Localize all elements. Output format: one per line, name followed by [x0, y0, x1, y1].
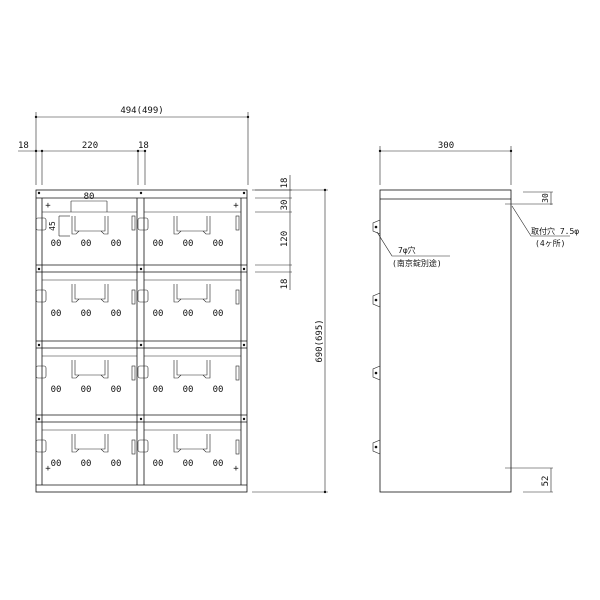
dim-stile-center: 18 — [138, 141, 149, 151]
latch — [131, 439, 136, 455]
mount-hole-icon: + — [233, 464, 239, 474]
screw — [242, 343, 246, 347]
screw — [139, 191, 143, 195]
hinge — [35, 439, 47, 453]
dim-handle-width: 80 — [84, 192, 95, 202]
hinge — [35, 289, 47, 303]
hinge — [137, 439, 149, 453]
side-outline — [379, 189, 512, 493]
hinge — [137, 217, 149, 231]
front-view: 00 00 00 00 00 00 00 00 00 00 00 00 00 00 00 00 00 00 00 00… — [35, 189, 248, 493]
vent-holes: 00 — [153, 385, 164, 395]
mount-hole-count: (4ヶ所) — [535, 238, 565, 248]
screw — [242, 191, 246, 195]
lock-hole — [374, 371, 378, 375]
mount-hole-note: 取付穴 7.5φ — [531, 226, 579, 236]
door-handle — [71, 360, 109, 379]
dim-bottom: 52 — [541, 476, 551, 487]
lock-bracket — [372, 439, 381, 455]
lock-bracket — [372, 365, 381, 381]
screw — [139, 267, 143, 271]
vent-holes: 00 — [81, 309, 92, 319]
hinge — [35, 217, 47, 231]
lock-hole — [374, 298, 378, 302]
latch — [131, 289, 136, 305]
mount-hole-icon: + — [45, 201, 51, 211]
screw — [139, 417, 143, 421]
door-handle — [173, 216, 211, 235]
screw — [242, 267, 246, 271]
vent-holes: 00 — [81, 459, 92, 469]
vent-holes: 00 — [183, 385, 194, 395]
latch — [235, 289, 240, 305]
dim-top-gap: 30 — [280, 200, 290, 211]
dim-door-height: 120 — [280, 231, 290, 247]
vent-holes: 00 — [153, 239, 164, 249]
vent-holes: 00 — [81, 385, 92, 395]
mount-hole-icon: + — [45, 464, 51, 474]
vent-holes: 00 — [183, 309, 194, 319]
screw — [139, 343, 143, 347]
lock-hole-note: 7φ穴 — [398, 245, 416, 255]
hinge — [137, 365, 149, 379]
dim-top: 30 — [541, 193, 550, 203]
hinge — [137, 289, 149, 303]
dim-depth: 300 — [438, 141, 454, 151]
lock-hole — [374, 445, 378, 449]
hinge — [35, 365, 47, 379]
vent-holes: 00 — [213, 385, 224, 395]
lock-bracket — [372, 292, 381, 308]
lock-hole — [374, 225, 378, 229]
vent-holes: 00 — [51, 309, 62, 319]
vent-holes: 00 — [183, 459, 194, 469]
screw — [37, 343, 41, 347]
screw — [242, 417, 246, 421]
side-view: 300 30 52 取付穴 7.5φ (4ヶ所) 7φ穴 (南京錠別途) — [372, 141, 579, 493]
vent-holes: 00 — [51, 239, 62, 249]
latch — [235, 215, 240, 231]
door-handle — [173, 284, 211, 303]
vent-holes: 00 — [213, 309, 224, 319]
dim-total-width: 494(499) — [120, 106, 163, 116]
dim-total-height: 690(695) — [315, 319, 325, 362]
door-handle — [173, 360, 211, 379]
door-handle — [173, 434, 211, 453]
vent-holes: 00 — [111, 459, 122, 469]
door-handle — [71, 284, 109, 303]
screw — [37, 191, 41, 195]
vent-holes: 00 — [111, 309, 122, 319]
vent-holes: 00 — [111, 385, 122, 395]
latch — [131, 215, 136, 231]
front-dimensions: 494(499) 18 220 18 80 45 18 30 120 18 69… — [18, 106, 328, 494]
screw — [37, 417, 41, 421]
dim-stile-left: 18 — [18, 141, 29, 151]
screw — [37, 267, 41, 271]
vent-holes: 00 — [51, 459, 62, 469]
lock-bracket — [372, 219, 381, 235]
latch — [235, 439, 240, 455]
vent-holes: 00 — [153, 459, 164, 469]
vent-holes: 00 — [153, 309, 164, 319]
vent-holes: 00 — [213, 459, 224, 469]
vent-holes: 00 — [213, 239, 224, 249]
door-handle — [71, 216, 109, 235]
door-handle — [71, 434, 109, 453]
vent-holes: 00 — [111, 239, 122, 249]
vent-holes: 00 — [183, 239, 194, 249]
dim-mid-rail: 18 — [280, 279, 290, 290]
padlock-note: (南京錠別途) — [392, 258, 442, 268]
dim-handle-height: 45 — [48, 221, 57, 231]
dim-top-rail: 18 — [280, 178, 290, 189]
latch — [235, 365, 240, 381]
mount-hole-icon: + — [233, 201, 239, 211]
dim-opening: 220 — [82, 141, 98, 151]
vent-holes: 00 — [81, 239, 92, 249]
vent-holes: 00 — [51, 385, 62, 395]
latch — [131, 365, 136, 381]
